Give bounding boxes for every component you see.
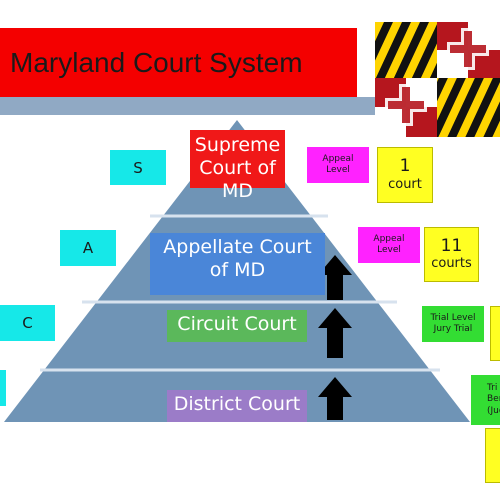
up-arrow-icon (318, 377, 352, 420)
tag-line: Appeal (322, 153, 354, 164)
title-banner: Maryland Court System (0, 28, 357, 98)
supreme-court-line2: Court of MD (199, 156, 276, 202)
circuit-court-count (490, 306, 500, 361)
count-number: 11 (440, 235, 463, 256)
appellate-court-line2: of MD (209, 258, 266, 281)
tag-line: (Jud (487, 405, 500, 416)
appellate-court-label: Appellate Court of MD (150, 233, 325, 295)
tag-line: Tri (487, 383, 498, 394)
appellate-letter-box: A (60, 230, 116, 266)
district-level-tag: Tri Ben (Jud (471, 375, 500, 425)
circuit-level-tag: Trial Level Jury Trial (422, 306, 484, 342)
tag-line: Ben (487, 394, 500, 405)
appellate-level-tag: Appeal Level (358, 227, 420, 263)
tag-line: Jury Trial (433, 324, 473, 334)
supreme-court-count: 1 court (377, 147, 433, 203)
district-court-count (485, 428, 500, 483)
count-unit: courts (431, 256, 472, 272)
page-title: Maryland Court System (10, 47, 303, 78)
maryland-flag-icon (375, 22, 500, 137)
up-arrow-icon (318, 255, 352, 300)
count-number: 1 (399, 156, 411, 177)
supreme-court-label: Supreme Court of MD (190, 130, 285, 202)
supreme-letter-box: S (110, 150, 166, 185)
circuit-letter-box: C (0, 305, 55, 341)
circuit-court-label: Circuit Court (167, 310, 307, 342)
supreme-court-line1: Supreme (194, 134, 281, 156)
header-divider (0, 97, 375, 115)
district-letter-box (0, 370, 6, 406)
tag-line: Level (377, 245, 401, 255)
maryland-flag-image (375, 22, 500, 137)
appellate-court-line1: Appellate Court (163, 236, 312, 258)
up-arrow-icon (318, 308, 352, 358)
district-court-label: District Court (167, 390, 307, 422)
supreme-level-tag: Appeal Level (307, 147, 369, 183)
tag-line: Level (326, 165, 350, 175)
count-unit: court (388, 176, 422, 192)
appellate-court-count: 11 courts (424, 227, 479, 282)
tag-line: Appeal (373, 233, 405, 244)
tag-line: Trial Level (430, 312, 476, 323)
